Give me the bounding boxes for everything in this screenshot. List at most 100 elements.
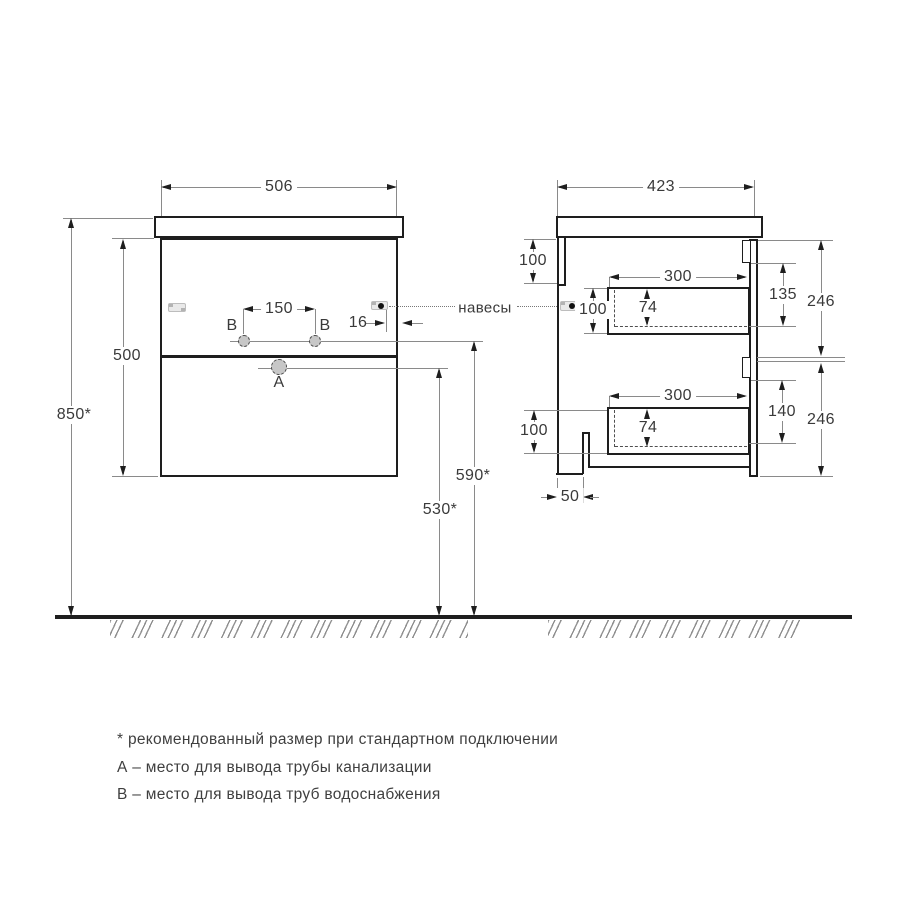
arrowhead — [643, 316, 650, 326]
dim-front-width: 506 — [261, 178, 297, 196]
floor-hatching — [548, 620, 802, 638]
extension-line — [243, 309, 244, 334]
extension-line — [161, 180, 162, 217]
arrowhead — [778, 433, 785, 443]
side-leg — [588, 432, 590, 467]
extension-line — [315, 309, 316, 334]
label-a: A — [273, 374, 285, 391]
drawer-inner-dashed — [615, 326, 747, 327]
side-leg-top — [582, 432, 589, 434]
extension-line — [524, 239, 556, 240]
bracket-notch — [372, 302, 376, 305]
side-back-strip-bottom — [558, 284, 566, 286]
note-a: А – место для вывода трубы канализации — [117, 759, 432, 776]
front-countertop — [154, 216, 404, 238]
drain-hole-a — [271, 359, 287, 375]
extension-line — [758, 240, 833, 241]
dim-hinge-drop: 100 — [575, 301, 611, 319]
arrowhead — [779, 263, 786, 273]
callout-hinges-label: навесы — [458, 299, 512, 317]
arrowhead — [470, 606, 477, 616]
callout-leader-line — [517, 306, 559, 307]
drawer-gap-line — [757, 357, 845, 358]
arrowhead — [243, 305, 253, 312]
dimension-tail — [412, 323, 423, 324]
drawer-box-top — [607, 287, 750, 335]
arrowhead — [643, 437, 650, 447]
arrowhead — [547, 493, 557, 500]
dimension-line — [439, 370, 440, 614]
extension-line — [584, 288, 607, 289]
extension-line — [751, 380, 796, 381]
arrowhead — [817, 240, 824, 250]
bracket-notch — [169, 304, 173, 307]
extension-line — [524, 283, 557, 284]
dim-leg-inset: 50 — [556, 488, 584, 506]
drain-line — [258, 368, 448, 369]
dim-drawer-bottom-length: 300 — [660, 387, 696, 405]
arrowhead — [387, 183, 397, 190]
dim-front-mount-height: 850* — [52, 406, 96, 424]
arrowhead — [778, 380, 785, 390]
dim-drawer-bottom-inner: 74 — [634, 419, 662, 437]
note-b: В – место для вывода труб водоснабжения — [117, 786, 441, 803]
drawer-inner-dashed — [614, 410, 615, 447]
extension-line — [754, 180, 755, 217]
arrowhead — [589, 288, 596, 298]
water-hole-b-left — [238, 335, 250, 347]
dim-front-bottom-inner: 140 — [764, 403, 800, 421]
arrowhead — [375, 319, 385, 326]
dimension-tail — [366, 323, 378, 324]
arrowhead — [402, 319, 412, 326]
dim-back-top-offset: 100 — [515, 252, 551, 270]
arrowhead — [435, 368, 442, 378]
wall-bracket-icon — [168, 303, 186, 312]
label-b-left: B — [226, 317, 238, 334]
extension-line — [609, 277, 610, 287]
dimension-tail — [590, 497, 599, 498]
drawer-box-bottom — [607, 407, 750, 455]
label-b-right: B — [319, 317, 331, 334]
dimension-tail — [541, 497, 550, 498]
dim-front-body-height: 500 — [109, 347, 145, 365]
extension-line — [63, 218, 153, 219]
dim-front-top-inner: 135 — [765, 286, 801, 304]
extension-line — [749, 326, 796, 327]
arrowhead — [529, 239, 536, 249]
arrowhead — [817, 363, 824, 373]
bracket-notch — [181, 308, 185, 311]
extension-line — [609, 396, 610, 407]
arrowhead — [530, 443, 537, 453]
arrowhead — [737, 392, 747, 399]
side-back-wall — [557, 238, 559, 475]
floor-line — [55, 615, 852, 619]
arrowhead — [589, 323, 596, 333]
arrowhead — [737, 273, 747, 280]
dim-holes-span: 150 — [261, 300, 297, 318]
arrowhead — [583, 493, 593, 500]
extension-line — [386, 309, 387, 332]
arrowhead — [161, 183, 171, 190]
arrowhead — [643, 289, 650, 299]
bracket-notch — [561, 302, 565, 305]
extension-line — [524, 453, 607, 454]
arrowhead — [470, 341, 477, 351]
drawer-inner-dashed — [615, 446, 747, 447]
bracket-dot — [378, 303, 384, 309]
arrowhead — [435, 606, 442, 616]
dim-front-top-height: 246 — [803, 293, 839, 311]
extension-line — [749, 443, 796, 444]
dim-front-bottom-height: 246 — [803, 411, 839, 429]
arrowhead — [305, 305, 315, 312]
dim-drawer-top-inner: 74 — [634, 299, 662, 317]
note-asterisk: * рекомендованный размер при стандартном… — [117, 731, 559, 748]
dim-drawer-top-length: 300 — [660, 268, 696, 286]
extension-line — [583, 477, 584, 503]
side-countertop — [556, 216, 763, 238]
extension-line — [760, 476, 833, 477]
extension-line — [524, 410, 607, 411]
arrowhead — [67, 218, 74, 228]
arrowhead — [530, 410, 537, 420]
arrowhead — [529, 273, 536, 283]
